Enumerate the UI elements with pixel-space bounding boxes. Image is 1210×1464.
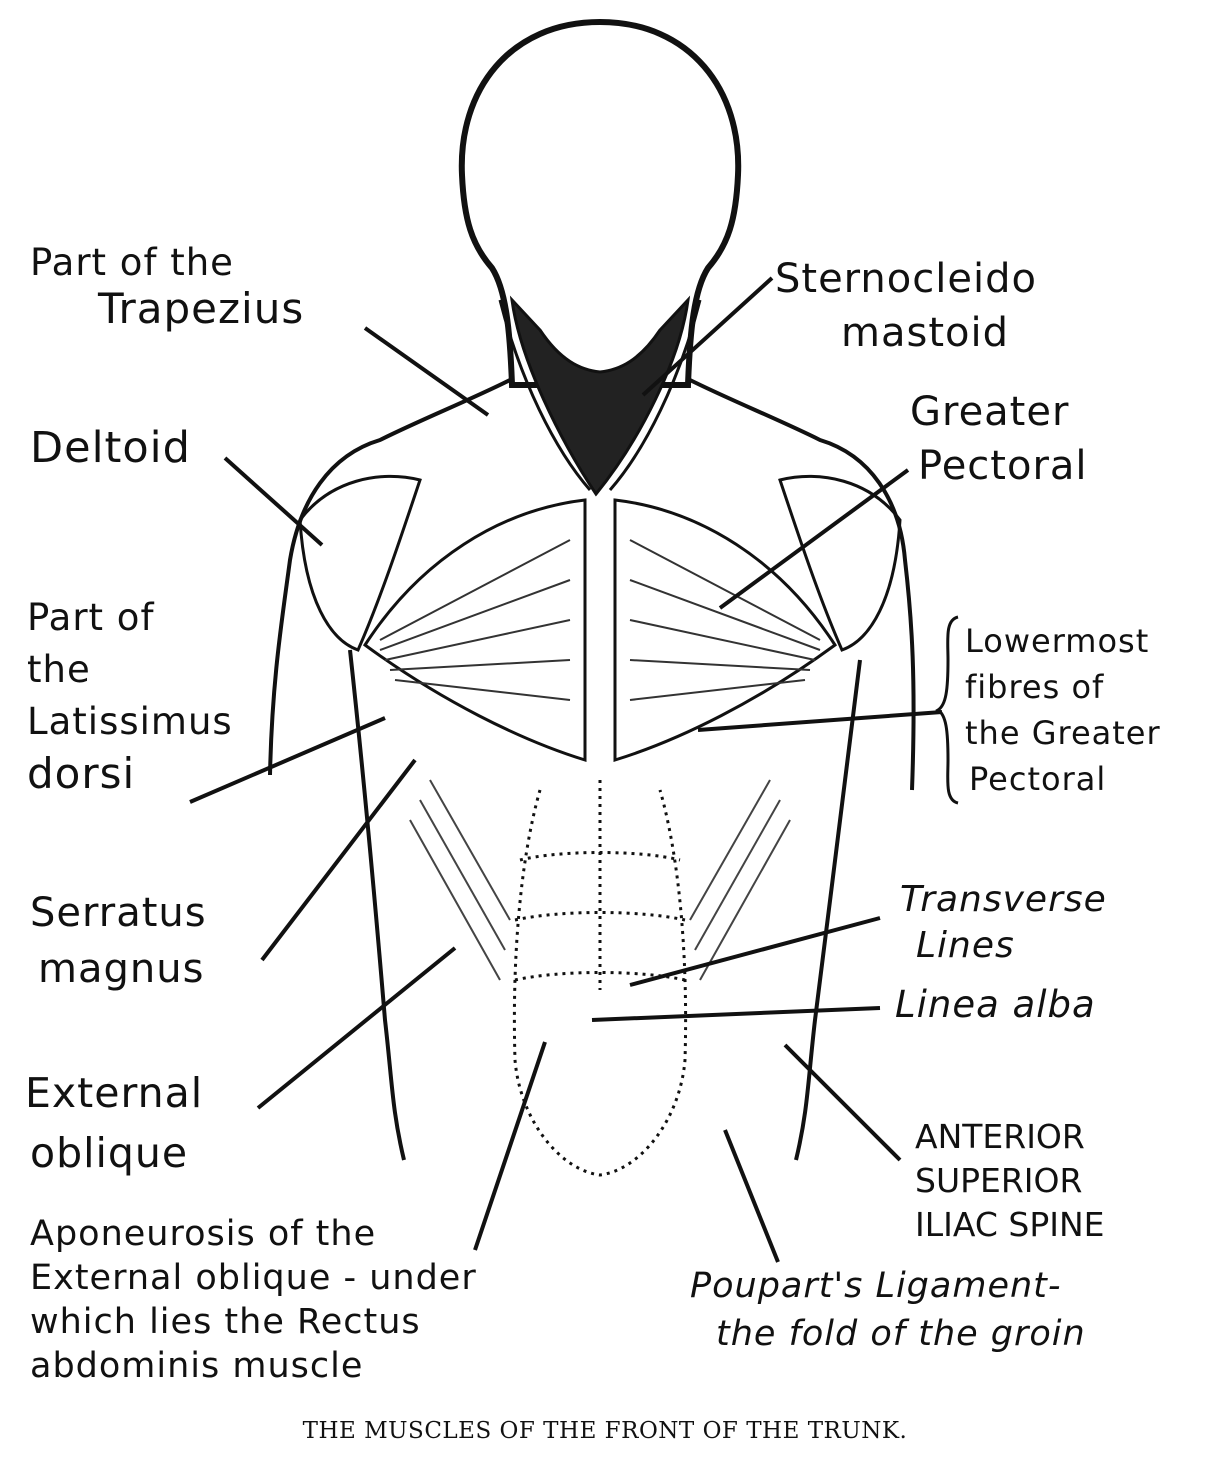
label-iliac-spine: ANTERIOR SUPERIOR ILIAC SPINE	[915, 1115, 1105, 1247]
neck-shadow	[509, 295, 691, 497]
label-trapezius-line-2: Trapezius	[98, 284, 305, 333]
pectoral-left	[362, 498, 587, 763]
label-sternocleido-line-2: mastoid	[841, 310, 1009, 356]
brace-lowermost	[935, 615, 959, 805]
label-lowermost-line-1: Lowermost	[965, 622, 1150, 660]
pectoral-fibres	[379, 539, 821, 701]
deltoid-right	[778, 474, 902, 652]
label-latissimus-line-2: the	[27, 648, 91, 691]
head-outline	[458, 18, 742, 388]
label-sternocleido: Sternocleido mastoid	[775, 252, 1037, 360]
label-trapezius-line-1: Part of the	[30, 241, 234, 284]
leader-greater-pectoral	[718, 468, 910, 610]
label-serratus-line-1: Serratus	[30, 890, 207, 936]
label-latissimus: Part of the Latissimus dorsi	[27, 592, 233, 800]
label-transverse-line-2: Lines	[916, 925, 1015, 966]
label-transverse-line-1: Transverse	[900, 879, 1107, 920]
label-aponeurosis: Aponeurosis of the External oblique - un…	[30, 1212, 477, 1388]
leader-trapezius	[363, 326, 490, 417]
label-serratus-line-2: magnus	[38, 946, 205, 992]
leader-latissimus	[189, 716, 386, 804]
figure-caption: THE MUSCLES OF THE FRONT OF THE TRUNK.	[302, 1418, 908, 1444]
label-aponeurosis-line-4: abdominis muscle	[30, 1346, 364, 1386]
leader-external-oblique	[256, 946, 457, 1110]
label-serratus: Serratus magnus	[30, 885, 207, 997]
oblique-hatching	[409, 779, 791, 981]
label-latissimus-line-1: Part of	[27, 596, 155, 639]
leader-lines	[189, 276, 943, 1263]
label-iliac-spine-line-2: SUPERIOR	[915, 1161, 1083, 1200]
label-latissimus-line-4: dorsi	[27, 749, 136, 798]
pectoral-right	[613, 498, 838, 763]
leader-sternocleido	[641, 276, 774, 397]
leader-serratus	[260, 758, 417, 962]
sternocleido-left	[498, 299, 592, 491]
label-aponeurosis-line-2: External oblique - under	[30, 1258, 477, 1298]
label-iliac-spine-line-1: ANTERIOR	[915, 1117, 1085, 1156]
label-poupart: Poupart's Ligament- the fold of the groi…	[690, 1262, 1086, 1358]
leader-poupart	[723, 1129, 780, 1263]
label-lowermost-line-2: fibres of	[965, 668, 1105, 706]
leader-transverse	[629, 916, 881, 987]
deltoid-left	[298, 474, 422, 652]
label-trapezius: Part of the Trapezius	[30, 240, 304, 332]
leader-iliac-spine	[783, 1043, 902, 1162]
leader-linea-alba	[591, 1006, 881, 1022]
leader-deltoid	[223, 456, 324, 547]
label-transverse: Transverse Lines	[900, 877, 1107, 969]
label-external-oblique: External oblique	[25, 1063, 203, 1183]
trunk-outline	[268, 378, 916, 1161]
leader-lowermost	[697, 710, 943, 732]
label-aponeurosis-line-3: which lies the Rectus	[30, 1302, 421, 1342]
sternocleido-right	[608, 299, 702, 491]
label-linea-alba-line-1: Linea alba	[895, 983, 1096, 1026]
label-external-oblique-line-2: oblique	[30, 1129, 189, 1177]
label-latissimus-line-3: Latissimus	[27, 700, 233, 743]
label-iliac-spine-line-3: ILIAC SPINE	[915, 1205, 1105, 1244]
label-poupart-line-1: Poupart's Ligament-	[690, 1266, 1062, 1306]
label-poupart-line-2: the fold of the groin	[716, 1314, 1086, 1354]
label-linea-alba: Linea alba	[895, 982, 1096, 1028]
label-lowermost: Lowermost fibres of the Greater Pectoral	[965, 618, 1161, 802]
label-aponeurosis-line-1: Aponeurosis of the	[30, 1214, 377, 1254]
label-greater-pectoral: Greater Pectoral	[910, 385, 1088, 493]
label-lowermost-line-3: the Greater	[965, 714, 1161, 752]
label-external-oblique-line-1: External	[25, 1069, 204, 1117]
label-lowermost-line-4: Pectoral	[969, 760, 1107, 798]
label-greater-pectoral-line-2: Pectoral	[918, 443, 1088, 489]
label-sternocleido-line-1: Sternocleido	[775, 256, 1037, 302]
label-greater-pectoral-line-1: Greater	[910, 389, 1070, 435]
leader-aponeurosis	[473, 1041, 547, 1251]
label-deltoid-line-1: Deltoid	[30, 423, 191, 473]
label-deltoid: Deltoid	[30, 425, 191, 471]
